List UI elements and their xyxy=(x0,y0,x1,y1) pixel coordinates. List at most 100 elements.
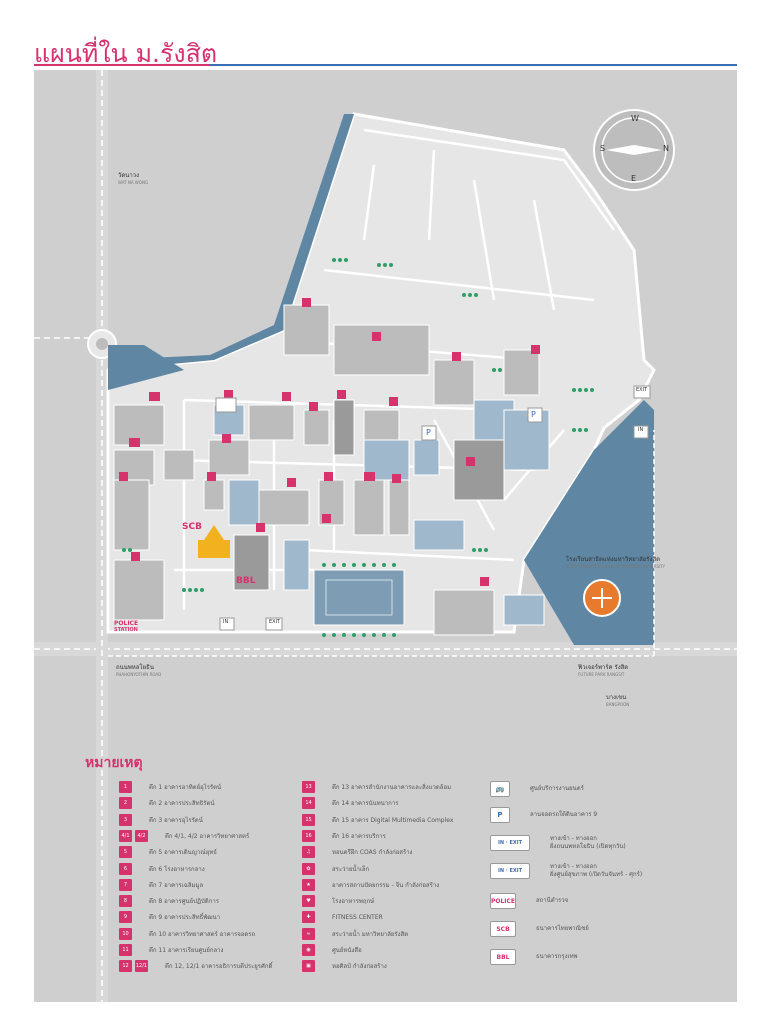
legend-badge: ★ xyxy=(302,878,315,891)
gate-exit-south[interactable]: EXIT xyxy=(269,619,281,625)
legend-badge: 8 xyxy=(119,895,132,908)
trees xyxy=(122,258,594,637)
pond-east xyxy=(524,400,654,645)
legend-badge: 6 xyxy=(119,862,132,875)
compass-w: W xyxy=(631,114,639,123)
sports-field xyxy=(313,569,405,626)
legend-row-mid-8: ✚ FITNESS CENTER xyxy=(302,910,383,924)
legend-text: สระว่ายน้ำเล็ก xyxy=(332,865,370,873)
future-en: FUTURE PARK RANGSIT xyxy=(578,672,625,677)
scb-marker[interactable]: SCB xyxy=(182,522,202,532)
legend-text: ตึก 7 อาคารเฉลิมมูล xyxy=(149,881,204,889)
phahon-th: ถนนพหลโยธิน xyxy=(116,664,154,671)
legend-text: อาคารสถานปัตยกรรม - จีน กำลังก่อสร้าง xyxy=(332,881,440,889)
legend-service-text: ลานจอดรถใต้ดินอาคาร 9 xyxy=(530,811,598,818)
legend-badge: ◉ xyxy=(302,944,315,956)
legend-badge: ✚ xyxy=(302,911,315,924)
legend-service-row-4: POLICE สถานีตำรวจ xyxy=(490,893,569,909)
legend-service-text: ทางเข้า - ทางออก xyxy=(550,835,597,842)
campus-map[interactable]: วัดนาวง WAT NA WONG ถนนพหลโยธิน PHAHONYO… xyxy=(34,70,737,1002)
legend-text: ศูนย์หนังสือ xyxy=(332,947,362,954)
station-label: STATION xyxy=(114,627,138,633)
outer-roads xyxy=(108,430,655,657)
legend-row-left-0: 1 ตึก 1 อาคารอาทิตย์อุไรรัตน์ xyxy=(119,780,221,794)
legend-badge: 9 xyxy=(119,911,132,924)
legend-row-mid-7: ♥โรงอาหารพฤกษ์ xyxy=(302,894,374,908)
wat-en: WAT NA WONG xyxy=(118,180,149,185)
legend-row-left-2: 3 ตึก 3 อาคารอุไรรัตน์ xyxy=(119,813,203,827)
legend-row-left-9: 10 ตึก 10 อาคารวิทยาศาสตร์ อาคารจอดรถ xyxy=(119,927,255,941)
gate-in-south[interactable]: IN xyxy=(223,619,229,625)
legend-badge: 1 xyxy=(119,781,132,793)
legend-badge: ♫ xyxy=(302,846,315,859)
phahon-en: PHAHONYOTHIN ROAD xyxy=(116,672,162,677)
compass-n: N xyxy=(663,144,669,153)
legend-row-left-4: 5 ตึก 5 อาคารเดินญาณ์ยุทธ์ xyxy=(119,845,217,859)
legend-service-row-0: 🚌 ศูนย์บริการงานยนตร์ xyxy=(490,781,584,797)
legend-row-left-7: 8 ตึก 8 อาคารศูนย์ปฏิบัติการ xyxy=(119,894,219,908)
pond-west xyxy=(108,345,184,390)
legend-text: สระว่ายน้ำ มหาวิทยาลัยรังสิต xyxy=(332,930,409,938)
legend-badge-secondary: 12/1 xyxy=(135,960,148,973)
gate-exit-east[interactable]: EXIT xyxy=(636,387,648,393)
legend-badge: 10 xyxy=(119,927,132,940)
parking-marker-1[interactable]: P xyxy=(426,428,431,437)
legend-badge: 3 xyxy=(119,813,132,826)
legend-badge-secondary: 4/2 xyxy=(135,829,148,842)
legend-row-mid-10: ◉ ศูนย์หนังสือ xyxy=(302,943,362,957)
police-icon: POLICE xyxy=(490,893,516,909)
phahon-road-label: ถนนพหลโยธิน PHAHONYOTHIN ROAD xyxy=(116,662,161,677)
legend-badge: ≈ xyxy=(302,927,315,940)
legend-text: หอนตรีฝึก COAS กำลังก่อสร้าง xyxy=(332,849,413,857)
legend-row-mid-6: ★ อาคารสถานปัตยกรรม - จีน กำลังก่อสร้าง xyxy=(302,878,439,892)
legend-text: ตึก 10 อาคารวิทยาศาสตร์ อาคารจอดรถ xyxy=(149,930,256,938)
legend-text: ตึก 8 อาคารศูนย์ปฏิบัติการ xyxy=(149,898,219,906)
gate-in-east[interactable]: IN xyxy=(638,427,644,433)
future-park-label: ฟิวเจอร์พาร์ค รังสิต FUTURE PARK RANGSIT xyxy=(578,662,628,677)
legend-service-text: ธนาคารกรุงเทพ xyxy=(536,953,578,960)
buildings xyxy=(113,304,550,636)
police-marker[interactable]: POLICE STATION xyxy=(114,620,138,633)
bangpoon-th: บางเขน xyxy=(606,694,627,701)
scb-icon: SCB xyxy=(490,921,516,937)
wat-na-wong-label: วัดนาวง WAT NA WONG xyxy=(118,170,148,185)
legend-service-text: สถานีตำรวจ xyxy=(536,897,569,904)
legend-row-mid-5: ✿สระว่ายน้ำเล็ก xyxy=(302,862,369,876)
legend-row-mid-11: ▣ หอศิลป์ กำลังก่อสร้าง xyxy=(302,959,387,973)
legend-row-left-8: 9 ตึก 9 อาคารประสิทธิ์พัฒนา xyxy=(119,910,220,924)
legend-text: ตึก 15 อาคาร Digital Multimedia Complex xyxy=(332,816,454,824)
page-title: แผนที่ใน ม.รังสิต xyxy=(34,39,218,68)
legend-text: ตึก 9 อาคารประสิทธิ์พัฒนา xyxy=(149,914,221,922)
legend-text: ตึก 5 อาคารเดินญาณ์ยุทธ์ xyxy=(149,849,217,857)
parking-marker-2[interactable]: P xyxy=(531,410,536,419)
legend-text: ตึก 3 อาคารอุไรรัตน์ xyxy=(149,816,203,824)
building-markers xyxy=(119,298,540,586)
legend-service-text: ธนาคารไทยพาณิชย์ xyxy=(536,925,589,932)
legend-text: โรงอาหารพฤกษ์ xyxy=(332,898,375,906)
school-en: SATIT RUNGSIT SCHOOL OF RANGSIT UNIVERSI… xyxy=(566,564,666,569)
legend-text: หอศิลป์ กำลังก่อสร้าง xyxy=(332,963,387,971)
legend-badge: ▣ xyxy=(302,960,315,973)
legend-text: ตึก 11 อาคารเรียนศูนย์กลาง xyxy=(149,947,224,954)
compass xyxy=(593,109,675,191)
compass-s: S xyxy=(600,144,606,153)
legend-badge: 4/1 xyxy=(119,829,132,842)
legend-service-text: ศูนย์บริการงานยนตร์ xyxy=(530,785,584,792)
legend-text: ตึก 12, 12/1 อาคารอธิการบดีประยูรศักดิ์ xyxy=(165,963,273,971)
title-rule xyxy=(34,64,737,66)
legend-service-subtext: ฝั่งถนนพหลโยธิน (เปิดทุกวัน) xyxy=(550,843,626,850)
satit-school-label: โรงเรียนสาธิตแห่งมหาวิทยาลัยรังสิต SATIT… xyxy=(566,554,665,569)
legend-text: FITNESS CENTER xyxy=(332,913,383,921)
bus-icon: 🚌 xyxy=(490,781,510,797)
legend-text: ตึก 1 อาคารอาทิตย์อุไรรัตน์ xyxy=(149,784,222,791)
bbl-marker[interactable]: BBL xyxy=(236,576,256,586)
legend-badge: 5 xyxy=(119,846,132,859)
